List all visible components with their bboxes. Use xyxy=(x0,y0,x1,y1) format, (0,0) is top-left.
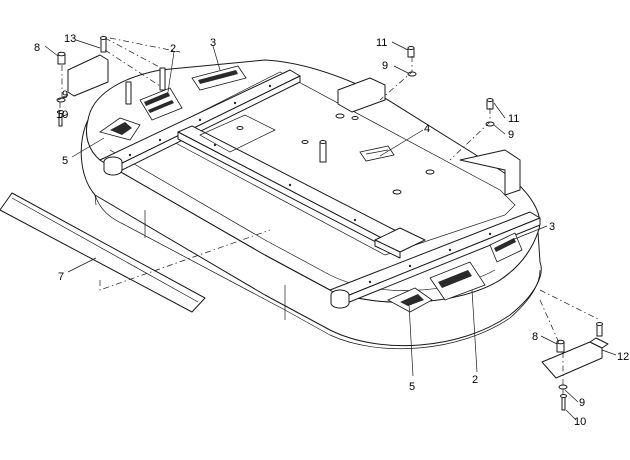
callout-label: 12 xyxy=(617,351,629,363)
callout-label: 7 xyxy=(58,271,64,283)
callout-label: 3 xyxy=(210,37,216,49)
callout-label: 3 xyxy=(549,221,555,233)
callout-label: 2 xyxy=(472,374,478,386)
center-lines xyxy=(59,37,601,396)
callout-label: 5 xyxy=(62,155,68,167)
callout-label: 8 xyxy=(34,42,40,54)
decal-3-rear xyxy=(489,232,523,263)
decal-4 xyxy=(359,145,395,162)
callout-label: 9 xyxy=(62,89,68,101)
callout-label: 9 xyxy=(382,60,388,72)
callout-label: 9 xyxy=(579,397,585,409)
callout-label: 11 xyxy=(508,113,519,125)
deck-raised-panel xyxy=(169,71,516,256)
rear-right-bracket-assembly xyxy=(541,322,609,411)
callout-label: 10 xyxy=(574,416,586,428)
decal-5-rear xyxy=(387,287,433,313)
callout-label: 4 xyxy=(424,123,430,135)
leader-lines xyxy=(44,39,617,421)
deflector-blade xyxy=(0,192,206,313)
callout-label: 13 xyxy=(64,33,76,45)
decal-2-front xyxy=(139,87,183,121)
decal-5-front xyxy=(99,117,141,141)
decal-3-front xyxy=(191,65,247,91)
mower-deck xyxy=(80,59,542,350)
callout-label: 10 xyxy=(56,109,68,121)
callout-label: 8 xyxy=(532,331,538,343)
callout-label: 2 xyxy=(170,43,176,55)
decal-2-rear xyxy=(429,261,486,301)
front-left-bracket-assembly xyxy=(56,36,109,127)
rear-bracket-left xyxy=(337,77,386,113)
rear-top-hardware xyxy=(407,46,495,127)
callout-label: 9 xyxy=(508,129,514,141)
callout-labels: 8 13 2 3 11 9 9 10 4 11 9 5 3 7 8 12 5 2… xyxy=(34,33,629,428)
callout-label: 5 xyxy=(409,381,415,393)
callout-label: 11 xyxy=(376,37,387,49)
rear-bracket-right xyxy=(459,149,521,196)
